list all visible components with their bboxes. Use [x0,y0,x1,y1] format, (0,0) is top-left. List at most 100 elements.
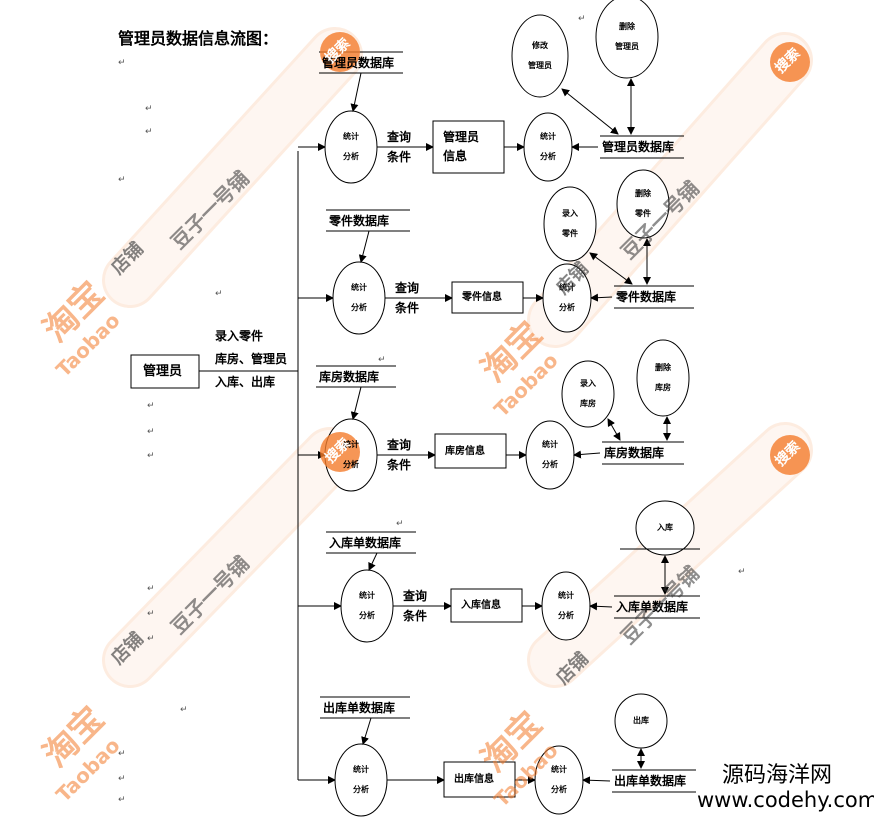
watermark-search-badge [770,42,810,82]
stat-analysis-label: 统计分析 [337,586,397,626]
target-db-label: 入库单数据库 [616,600,689,614]
operation-label-line: 零件 [635,209,651,218]
operation-label-line: 入库 [657,523,673,532]
stat-analysis-label-line: 统计 [343,132,359,141]
operation-label-line: 删除 [655,363,671,372]
stat-analysis-label-line: 统计 [542,440,558,449]
info-box-label: 出库信息 [454,770,494,789]
operation-process [543,186,597,262]
info-box-label: 库房信息 [445,442,485,461]
db-to-process-arrow [368,552,378,571]
source-db-label: 零件数据库 [329,214,390,228]
query-line: 查询 [403,589,428,603]
operation-label: 删除库房 [633,358,693,398]
watermark-band-inner [105,30,360,305]
target-db-label: 出库单数据库 [614,774,687,788]
paragraph-mark: ↵ [147,427,155,437]
stat-analysis-label: 统计分析 [321,127,381,167]
query-line: 条件 [387,150,412,164]
query-line: 条件 [395,301,420,315]
paragraph-mark: ↵ [378,355,386,365]
info-box-label: 零件信息 [462,288,502,307]
stat-analysis-label-line: 统计 [359,591,375,600]
stat-analysis-label-line: 分析 [343,460,359,469]
operation-label: 录入零件 [540,204,600,244]
target-db-label: 零件数据库 [616,290,677,304]
admin-label: 管理员 [143,364,183,379]
info-box-line: 入库信息 [461,600,501,611]
watermark-search-badge [320,432,360,472]
db-to-process-arrow [589,602,613,611]
target-db-label: 库房数据库 [604,446,665,460]
paragraph-mark: ↵ [215,289,223,299]
operation-process [561,360,615,428]
operation-label: 删除管理员 [597,17,657,57]
query-line: 条件 [403,609,428,623]
stat-analysis-label-line: 分析 [343,152,359,161]
operation-process [511,14,569,98]
paragraph-mark: ↵ [118,774,126,784]
source-db-label: 入库单数据库 [329,536,402,550]
db-to-process-arrow [590,293,613,302]
paragraph-mark: ↵ [738,567,746,577]
query-conditions-label: 查询条件 [403,586,427,626]
source-db-label: 库房数据库 [319,370,380,384]
watermark-search-badge [320,32,360,72]
paragraph-mark: ↵ [145,104,153,114]
db-to-process-arrow [582,776,611,785]
info-store-box [434,433,507,469]
source-db-label: 出库单数据库 [323,701,396,715]
stat-analysis-label-line: 统计 [353,765,369,774]
stat-analysis-label-line: 分析 [353,785,369,794]
stat-analysis-label: 统计分析 [321,435,381,475]
target-db-label: 管理员数据库 [602,140,675,154]
stat-analysis-label: 统计分析 [520,435,580,475]
stat-analysis-label-line: 分析 [359,611,375,620]
admin-entity-box [130,354,200,389]
stat-analysis-label-line: 分析 [551,785,567,794]
admin-action-label: 库房、管理员 [215,352,288,366]
stat-analysis-label-line: 统计 [558,591,574,600]
stat-analysis-label: 统计分析 [537,278,597,318]
paragraph-mark: ↵ [147,584,155,594]
paragraph-mark: ↵ [396,519,404,529]
source-db-label: 管理员数据库 [322,56,395,70]
paragraph-mark: ↵ [147,401,155,411]
operation-label-line: 删除 [619,22,635,31]
info-store-box [450,588,523,623]
paragraph-mark: ↵ [147,634,155,644]
db-to-process-arrow [358,230,370,263]
paragraph-mark: ↵ [147,609,155,619]
stat-analysis-label-line: 统计 [540,132,556,141]
operation-label-line: 删除 [635,189,651,198]
info-box-label: 入库信息 [461,596,501,615]
stat-analysis-label-line: 分析 [559,303,575,312]
stat-analysis-label-line: 统计 [551,765,567,774]
operation-label-line: 库房 [580,399,596,408]
admin-action-label: 入库、出库 [215,375,276,389]
stat-analysis-label-line: 统计 [343,440,359,449]
info-box-line: 出库信息 [454,774,494,785]
query-conditions-label: 查询条件 [387,435,411,475]
query-line: 查询 [395,281,420,295]
stat-analysis-label-line: 分析 [542,460,558,469]
stat-analysis-label: 统计分析 [536,586,596,626]
paragraph-mark: ↵ [118,58,126,68]
operation-label: 修改管理员 [510,36,570,76]
operation-label-line: 管理员 [615,42,639,51]
site-watermark-url: www.codehy.com [697,788,874,812]
admin-action-label: 录入零件 [215,329,264,343]
site-watermark-cn: 源码海洋网 [722,763,833,788]
info-box-line: 库房信息 [445,445,485,457]
paragraph-mark: ↵ [118,175,126,185]
operation-label-line: 修改 [532,41,548,50]
db-to-process-arrow [361,717,372,745]
stat-analysis-label: 统计分析 [331,760,391,800]
operation-label-line: 零件 [562,229,578,238]
info-store-box [443,761,516,798]
paragraph-mark: ↵ [180,705,188,715]
query-line: 查询 [387,130,412,144]
stat-analysis-label-line: 分析 [558,611,574,620]
